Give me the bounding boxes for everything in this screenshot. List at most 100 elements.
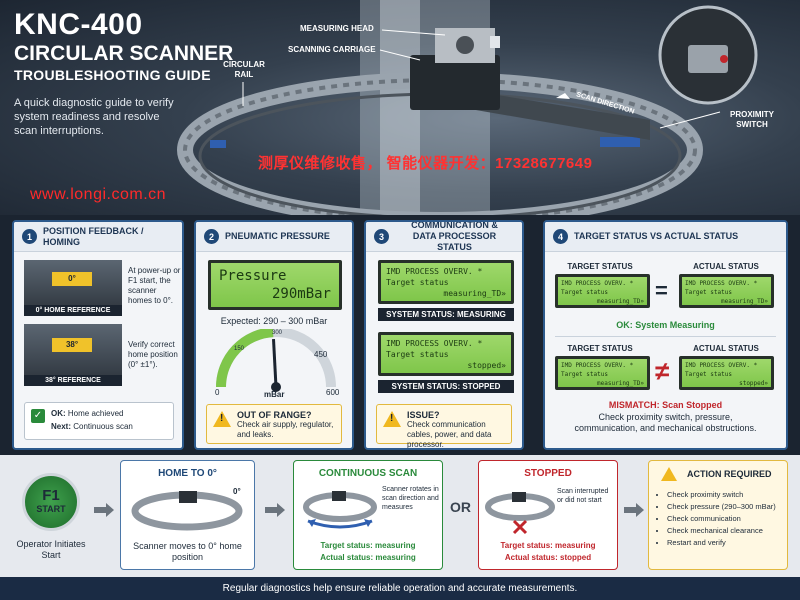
pressure-lcd: Pressure 290mBar <box>208 260 342 310</box>
status-measuring: SYSTEM STATUS: MEASURING <box>378 308 514 321</box>
panel-title: POSITION FEEDBACK / HOMING <box>43 225 144 247</box>
panel-title: PNEUMATIC PRESSURE <box>225 231 330 241</box>
gauge-max: 600 <box>326 388 340 397</box>
issue-note: ! ISSUE? Check communication cables, pow… <box>376 404 512 448</box>
arrow-right-icon <box>624 503 644 517</box>
lcd-line: Target status <box>685 371 732 378</box>
rail-stopped-icon <box>485 492 555 535</box>
target-label: TARGET STATUS <box>567 344 633 353</box>
step-home: HOME TO 0° 0° Scanner moves to 0° home p… <box>120 460 255 570</box>
lcd-target-ok: IMD PROCESS OVERV. * Target status measu… <box>555 274 650 308</box>
reference-38-photo: 38° 38° REFERENCE <box>24 324 122 386</box>
action-item: Check proximity switch <box>667 489 776 501</box>
lcd-line: IMD PROCESS OVERV. * <box>685 362 758 369</box>
next-label: Next: <box>51 422 72 431</box>
start-key: START <box>36 504 66 514</box>
photo-caption: 0° HOME REFERENCE <box>24 305 122 316</box>
ok-text: Home achieved <box>67 409 124 418</box>
next-text: Continuous scan <box>73 422 133 431</box>
watermark-chinese: 测厚仪维修收售， 智能仪器开发：17328677649 <box>258 155 593 172</box>
rail-scan-icon <box>303 491 377 529</box>
f1-start-button[interactable]: F1 START <box>22 473 80 531</box>
panel-header: 2 PNEUMATIC PRESSURE <box>196 222 352 252</box>
note-title: ISSUE? <box>407 410 440 420</box>
rail-home-icon <box>131 491 243 531</box>
action-item: Restart and verify <box>667 537 776 549</box>
lcd-line: stopped» <box>739 380 768 387</box>
step-number: 4 <box>553 229 568 244</box>
lcd-line: measuring_TD» <box>721 298 768 305</box>
panel-pneumatic-pressure: 2 PNEUMATIC PRESSURE Pressure 290mBar Ex… <box>194 220 354 450</box>
panel-title-line2: DATA PROCESSOR STATUS <box>412 231 497 252</box>
stopped-actual: Actual status: stopped <box>504 553 592 562</box>
warning-icon: ! <box>213 411 231 427</box>
gauge-300: 300 <box>272 330 283 336</box>
scan-actual: Actual status: measuring <box>320 553 416 562</box>
action-list: Check proximity switch Check pressure (2… <box>667 489 776 549</box>
action-title: ACTION REQUIRED <box>687 469 772 479</box>
ok-label: OK: <box>51 409 66 418</box>
lcd-actual-ok: IMD PROCESS OVERV. * Target status measu… <box>679 274 774 308</box>
gauge-min: 0 <box>215 388 220 397</box>
callout-circular-rail: CIRCULAR RAIL <box>223 60 265 79</box>
action-item: Check mechanical clearance <box>667 525 776 537</box>
callout-scanning-carriage: SCANNING CARRIAGE <box>288 45 376 54</box>
lcd-line: IMD PROCESS OVERV. * <box>386 267 483 276</box>
mismatch-title: MISMATCH: Scan Stopped <box>608 400 723 410</box>
home-text: Scanner moves to 0° home position <box>133 541 242 562</box>
lcd-line: IMD PROCESS OVERV. * <box>561 280 634 287</box>
mismatch-text: Check proximity switch, pressure, commun… <box>574 412 757 433</box>
hero-banner: KNC-400 CIRCULAR SCANNER TROUBLESHOOTING… <box>0 0 800 215</box>
photo-caption: 38° REFERENCE <box>24 375 122 386</box>
step-stopped: STOPPED Scan interrupted or did not star… <box>478 460 618 570</box>
actual-label: ACTUAL STATUS <box>693 344 759 353</box>
stopped-title: STOPPED <box>524 468 572 479</box>
stopped-text: Scan interrupted or did not start <box>557 488 609 504</box>
footer-banner: Regular diagnostics help ensure reliable… <box>0 577 800 600</box>
step-number: 3 <box>374 229 389 244</box>
panel-communication-status: 3 COMMUNICATION & DATA PROCESSOR STATUS … <box>364 220 524 450</box>
divider <box>555 336 776 337</box>
lcd-value: 290mBar <box>271 286 331 302</box>
check-icon: ✓ <box>31 409 45 423</box>
panel-title: TARGET STATUS vs ACTUAL STATUS <box>574 231 739 241</box>
stopped-target: Target status: measuring <box>500 541 596 550</box>
verify-text: Verify correct home position (0° ±1°). <box>128 340 178 369</box>
lcd-line: IMD PROCESS OVERV. * <box>685 280 758 287</box>
lcd-line: stopped» <box>467 361 506 370</box>
equals-sign: = <box>655 278 668 303</box>
lcd-line: Target status <box>386 278 449 287</box>
warning-icon: ! <box>383 411 401 427</box>
scan-target: Target status: measuring <box>320 541 416 550</box>
lcd-line: measuring_TD» <box>597 380 644 387</box>
lcd-stopped: IMD PROCESS OVERV. * Target status stopp… <box>378 332 514 376</box>
ok-home-box: ✓ OK: Home achieved Next: Continuous sca… <box>24 402 174 440</box>
or-label: OR <box>450 499 471 515</box>
expected-range: Expected: 290 – 300 mBar <box>220 316 328 326</box>
actual-label: ACTUAL STATUS <box>693 262 759 271</box>
gauge-150: 150 <box>234 346 245 352</box>
pressure-gauge <box>216 329 336 392</box>
lcd-line: measuring_TD» <box>597 298 644 305</box>
target-label: TARGET STATUS <box>567 262 633 271</box>
workflow-strip: F1 START Operator Initiates Start HOME T… <box>0 455 800 577</box>
title-guide: TROUBLESHOOTING GUIDE <box>14 67 211 83</box>
note-title: OUT OF RANGE? <box>237 410 312 420</box>
angle-tag: 0° <box>52 272 92 286</box>
homing-text: At power-up or F1 start, the scanner hom… <box>128 266 181 305</box>
arrow-right-icon <box>265 503 285 517</box>
step-continuous-scan: CONTINUOUS SCAN Scanner rotates in scan … <box>293 460 443 570</box>
step-number: 1 <box>22 229 37 244</box>
not-equals-sign: ≠ <box>655 356 670 386</box>
home-reference-photo: 0° 0° HOME REFERENCE <box>24 260 122 316</box>
panel-target-vs-actual: 4 TARGET STATUS vs ACTUAL STATUS TARGET … <box>543 220 788 450</box>
lcd-line: Target status <box>561 371 608 378</box>
lcd-line: Target status <box>386 350 449 359</box>
lcd-line: measuring_TD» <box>443 289 506 298</box>
callout-proximity-switch: PROXIMITY SWITCH <box>729 110 774 129</box>
out-of-range-note: ! OUT OF RANGE? Check air supply, regula… <box>206 404 342 444</box>
action-item: Check pressure (290–300 mBar) <box>667 501 776 513</box>
note-text: Check communication cables, power, and d… <box>407 420 492 449</box>
watermark-url: www.longi.com.cn <box>30 186 167 203</box>
panel-header: 4 TARGET STATUS vs ACTUAL STATUS <box>545 222 786 252</box>
